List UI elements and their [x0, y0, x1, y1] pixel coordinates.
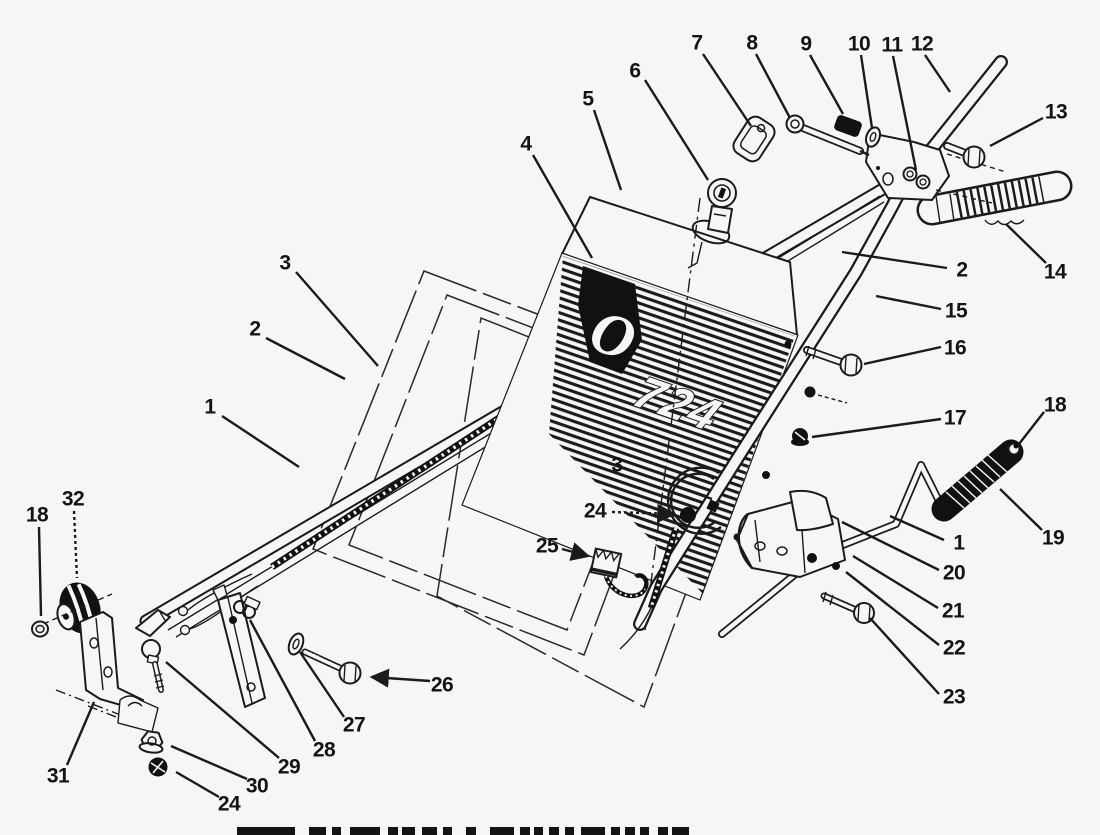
wire-clip-25 — [589, 547, 649, 599]
hex-bolt-13 — [943, 142, 986, 169]
axle-centerline — [33, 593, 113, 629]
callout-1-right: 1 — [953, 531, 965, 555]
crank-grip — [931, 439, 1024, 522]
callout-24-mid: 24 — [583, 499, 607, 523]
hex-bolt-16 — [803, 345, 863, 377]
callout-17: 17 — [943, 406, 967, 430]
callout-2-right: 2 — [956, 258, 968, 282]
callout-8: 8 — [746, 31, 758, 55]
leader-lines — [37, 53, 1047, 799]
hex-bolt-26 — [301, 648, 362, 685]
crank-bracket — [736, 489, 846, 578]
callout-1-left: 1 — [204, 395, 216, 419]
callout-3-mid: 3 — [611, 453, 623, 477]
callout-3-left: 3 — [279, 251, 291, 275]
callout-13: 13 — [1044, 100, 1068, 124]
carriage-bolt-8 — [785, 114, 870, 157]
callout-10: 10 — [847, 32, 871, 56]
callout-21: 21 — [941, 599, 965, 623]
callout-20: 20 — [942, 561, 966, 585]
chute-crank — [718, 461, 946, 638]
callout-2-left: 2 — [249, 317, 261, 341]
dark-nut-24-bottom — [148, 757, 168, 777]
callout-6: 6 — [629, 59, 641, 83]
callout-4: 4 — [520, 132, 532, 156]
callout-28: 28 — [312, 738, 336, 762]
callout-23: 23 — [942, 685, 966, 709]
flange-nut-30 — [138, 730, 164, 754]
callout-26: 26 — [430, 673, 454, 697]
callout-18-right: 18 — [1043, 393, 1067, 417]
flange-nut-17 — [791, 386, 848, 446]
callout-31: 31 — [46, 764, 70, 788]
toro-logo-patch — [578, 266, 642, 374]
nuts-11 — [902, 166, 931, 190]
callout-22: 22 — [942, 636, 966, 660]
callout-19: 19 — [1041, 526, 1065, 550]
callout-27: 27 — [342, 713, 366, 737]
callout-14: 14 — [1043, 260, 1067, 284]
hand-grip — [916, 170, 1073, 226]
carriage-bolt-29 — [141, 639, 165, 693]
louvered-cover: O 724 — [461, 197, 799, 631]
callout-16: 16 — [943, 336, 967, 360]
cable-nut-24 — [680, 507, 696, 523]
callout-32: 32 — [61, 487, 85, 511]
callout-24-bottom: 24 — [217, 792, 241, 816]
callout-11: 11 — [881, 33, 903, 57]
washer-27 — [287, 632, 305, 656]
callout-30: 30 — [245, 774, 269, 798]
spacer-bushing-9 — [834, 115, 862, 137]
nut-18-left — [31, 620, 49, 638]
handle-channel-strip — [212, 584, 266, 708]
callout-15: 15 — [944, 299, 968, 323]
callout-5: 5 — [582, 87, 594, 111]
top-panel — [561, 196, 798, 336]
hex-bolt-23 — [820, 591, 875, 624]
cut-off-caption — [237, 827, 689, 835]
callout-29: 29 — [277, 755, 301, 779]
ignition-switch-6 — [707, 178, 737, 234]
cable-clamp-28 — [233, 595, 261, 619]
handle-bracket-31 — [55, 611, 159, 733]
callout-18-left: 18 — [25, 503, 49, 527]
washer-10 — [864, 126, 882, 148]
callout-25: 25 — [535, 534, 559, 558]
callout-9: 9 — [800, 32, 812, 56]
cable-loop — [619, 466, 722, 650]
callout-7: 7 — [691, 31, 703, 55]
friction-pad-20 — [789, 489, 834, 532]
key-7 — [732, 115, 776, 163]
callout-12: 12 — [910, 32, 934, 56]
